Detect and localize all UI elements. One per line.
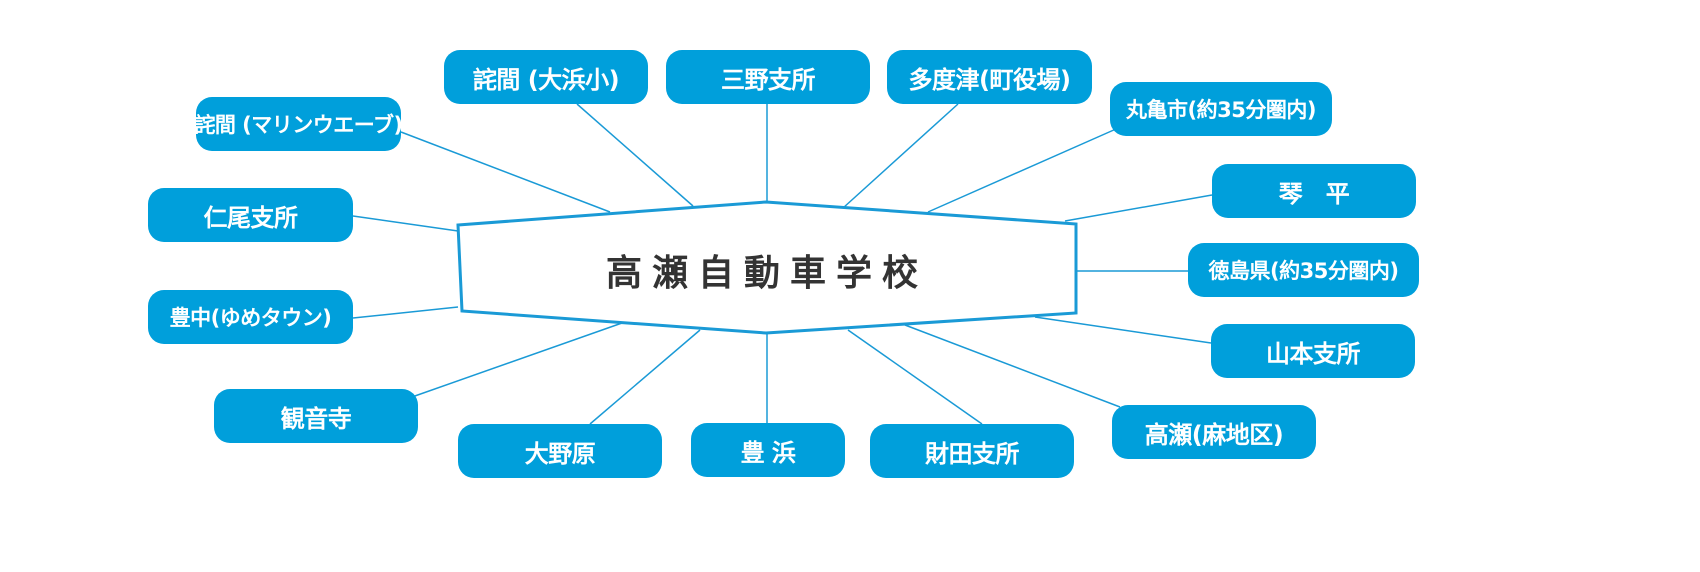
connector-kanonji <box>411 322 623 398</box>
node-tokushima: 徳島県(約35分圏内) <box>1188 243 1419 297</box>
connector-takuma-ohamasho <box>576 103 694 207</box>
connector-toyonaka <box>352 306 459 319</box>
connector-ohnohara <box>589 329 701 425</box>
connector-yamamoto-shisho <box>1034 316 1212 344</box>
node-takuma-marinewave: 詫間 (マリンウエーブ) <box>194 97 403 151</box>
connector-marugame <box>927 128 1117 213</box>
center-hexagon <box>456 200 1078 335</box>
node-nio-shisho: 仁尾支所 <box>148 188 353 242</box>
center-title: 高瀬自動車学校 <box>605 253 928 294</box>
connector-takase-asa <box>904 324 1121 408</box>
node-mino-shisho: 三野支所 <box>666 50 870 104</box>
connector-nio-shisho <box>352 215 459 232</box>
node-kotohira: 琴 平 <box>1212 164 1416 218</box>
node-ohnohara: 大野原 <box>458 424 662 478</box>
node-marugame: 丸亀市(約35分圏内) <box>1110 82 1332 136</box>
node-toyonaka: 豊中(ゆめタウン) <box>148 290 353 344</box>
connector-kotohira <box>1064 194 1213 222</box>
node-saita-shisho: 財田支所 <box>870 424 1074 478</box>
connector-saita-shisho <box>847 329 983 425</box>
node-yamamoto-shisho: 山本支所 <box>1211 324 1415 378</box>
connector-takuma-marinewave <box>400 131 611 213</box>
node-takase-asa: 高瀬(麻地区) <box>1112 405 1316 459</box>
connector-tadotsu <box>842 103 959 209</box>
node-tadotsu: 多度津(町役場) <box>887 50 1092 104</box>
node-toyohama: 豊 浜 <box>691 423 845 477</box>
node-kanonji: 観音寺 <box>214 389 418 443</box>
node-takuma-ohamasho: 詫間 (大浜小) <box>444 50 648 104</box>
